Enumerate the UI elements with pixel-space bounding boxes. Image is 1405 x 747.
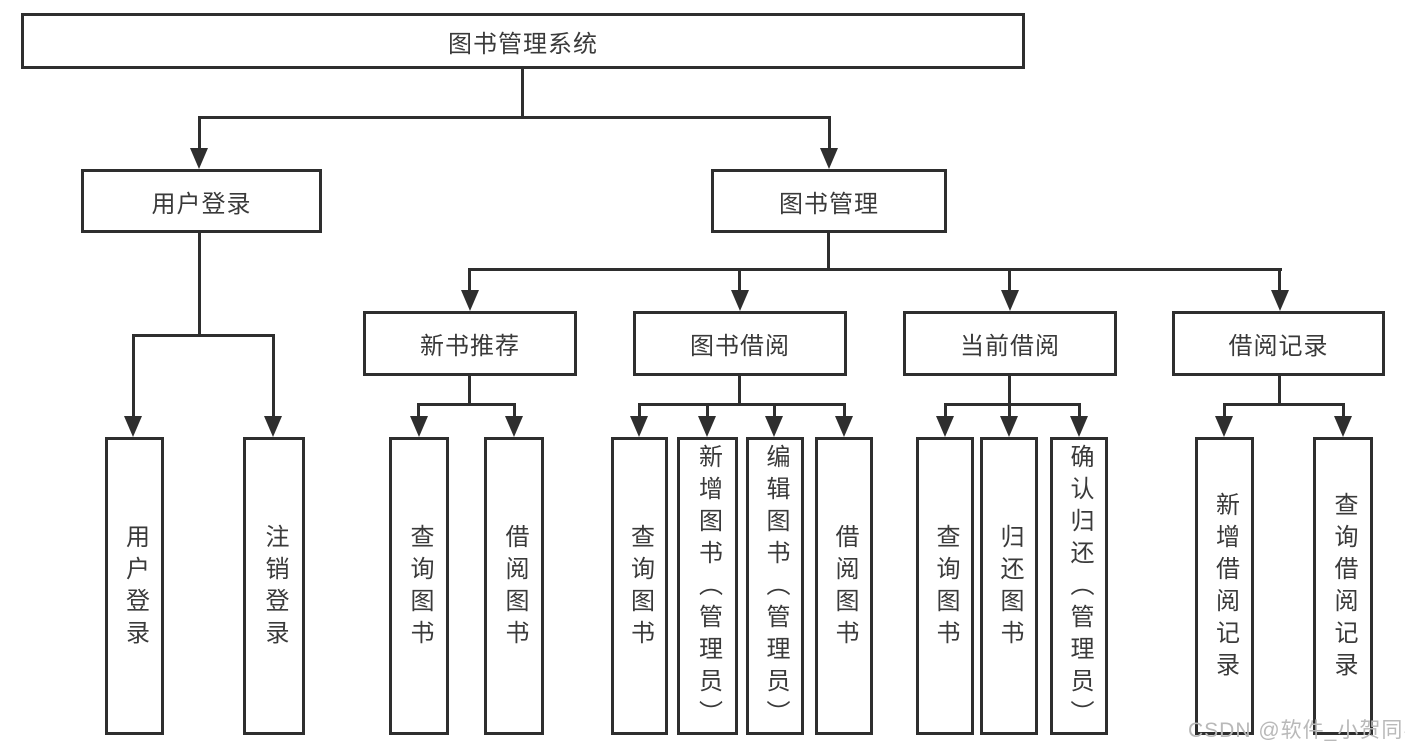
arrowhead-query-borrow-record bbox=[1334, 416, 1352, 437]
connector-drop-book-management bbox=[828, 116, 831, 150]
node-new-book-recommend: 新书推荐 bbox=[363, 311, 577, 376]
arrowhead-confirm-return bbox=[1070, 416, 1088, 437]
connector-book-management-crossbar bbox=[469, 268, 1282, 271]
connector-book-borrowing-crossbar bbox=[638, 403, 846, 406]
connector-drop-user-login bbox=[198, 116, 201, 150]
connector-drop-borrowing-records bbox=[1278, 268, 1281, 294]
leaf-add-borrow-record: 新增借阅记录 bbox=[1195, 437, 1254, 735]
connector-root-stem bbox=[521, 69, 524, 119]
connector-drop-confirm-return bbox=[1078, 403, 1081, 419]
leaf-borrow-books-borrowing: 借阅图书 bbox=[815, 437, 873, 735]
connector-drop-edit-books-admin bbox=[773, 403, 776, 419]
connector-drop-query-borrow-record bbox=[1342, 403, 1345, 419]
leaf-logout: 注销登录 bbox=[243, 437, 305, 735]
arrowhead-borrow-books-b bbox=[835, 416, 853, 437]
connector-drop-query-books-b bbox=[638, 403, 641, 419]
connector-borrowing-records-crossbar bbox=[1223, 403, 1345, 406]
connector-user-login-stem bbox=[198, 233, 201, 337]
connector-root-crossbar bbox=[198, 116, 831, 119]
arrowhead-query-books-a bbox=[410, 416, 428, 437]
arrowhead-add-books-admin bbox=[698, 416, 716, 437]
node-root-library-system: 图书管理系统 bbox=[21, 13, 1025, 69]
arrowhead-borrow-books-a bbox=[505, 416, 523, 437]
connector-drop-return-books bbox=[1008, 403, 1011, 419]
connector-new-book-recommend-stem bbox=[468, 376, 471, 406]
leaf-confirm-return-admin: 确认归还（管理员） bbox=[1050, 437, 1108, 735]
connector-user-login-crossbar bbox=[132, 334, 275, 337]
connector-drop-query-books-a bbox=[417, 403, 420, 419]
node-current-borrowing: 当前借阅 bbox=[903, 311, 1117, 376]
arrowhead-book-management bbox=[820, 148, 838, 169]
node-book-management: 图书管理 bbox=[711, 169, 947, 233]
arrowhead-return-books bbox=[1000, 416, 1018, 437]
connector-book-borrowing-stem bbox=[738, 376, 741, 406]
connector-drop-current-borrowing bbox=[1008, 268, 1011, 294]
connector-drop-borrow-books-b bbox=[843, 403, 846, 419]
arrowhead-add-borrow-record bbox=[1215, 416, 1233, 437]
leaf-query-books-recommend: 查询图书 bbox=[389, 437, 449, 735]
leaf-query-books-current: 查询图书 bbox=[916, 437, 974, 735]
connector-drop-leaf-user-login bbox=[132, 334, 135, 420]
leaf-query-books-borrowing: 查询图书 bbox=[611, 437, 668, 735]
connector-drop-borrow-books-a bbox=[513, 403, 516, 419]
connector-new-book-recommend-crossbar bbox=[417, 403, 516, 406]
connector-drop-book-borrowing bbox=[738, 268, 741, 294]
arrowhead-borrowing-records bbox=[1271, 290, 1289, 311]
connector-drop-add-borrow-record bbox=[1223, 403, 1226, 419]
leaf-return-books: 归还图书 bbox=[980, 437, 1038, 735]
arrowhead-leaf-logout bbox=[264, 416, 282, 437]
connector-current-borrowing-stem bbox=[1008, 376, 1011, 406]
node-book-borrowing: 图书借阅 bbox=[633, 311, 847, 376]
watermark: CSDN @软件_小贺同学 bbox=[1188, 719, 1405, 742]
arrowhead-current-borrowing bbox=[1001, 290, 1019, 311]
connector-drop-add-books-admin bbox=[706, 403, 709, 419]
arrowhead-new-book-recommend bbox=[461, 290, 479, 311]
connector-current-borrowing-crossbar bbox=[944, 403, 1081, 406]
leaf-user-login: 用户登录 bbox=[105, 437, 164, 735]
arrowhead-book-borrowing bbox=[731, 290, 749, 311]
connector-drop-query-books-c bbox=[944, 403, 947, 419]
arrowhead-query-books-c bbox=[936, 416, 954, 437]
arrowhead-edit-books-admin bbox=[765, 416, 783, 437]
leaf-add-books-admin: 新增图书（管理员） bbox=[677, 437, 738, 735]
leaf-edit-books-admin: 编辑图书（管理员） bbox=[746, 437, 804, 735]
connector-drop-new-book-recommend bbox=[468, 268, 471, 294]
connector-book-management-stem bbox=[827, 233, 830, 271]
node-user-login: 用户登录 bbox=[81, 169, 322, 233]
connector-borrowing-records-stem bbox=[1278, 376, 1281, 406]
leaf-borrow-books-recommend: 借阅图书 bbox=[484, 437, 544, 735]
arrowhead-query-books-b bbox=[630, 416, 648, 437]
node-borrowing-records: 借阅记录 bbox=[1172, 311, 1385, 376]
arrowhead-user-login bbox=[190, 148, 208, 169]
arrowhead-leaf-user-login bbox=[124, 416, 142, 437]
leaf-query-borrow-record: 查询借阅记录 bbox=[1313, 437, 1373, 735]
connector-drop-leaf-logout bbox=[272, 334, 275, 420]
